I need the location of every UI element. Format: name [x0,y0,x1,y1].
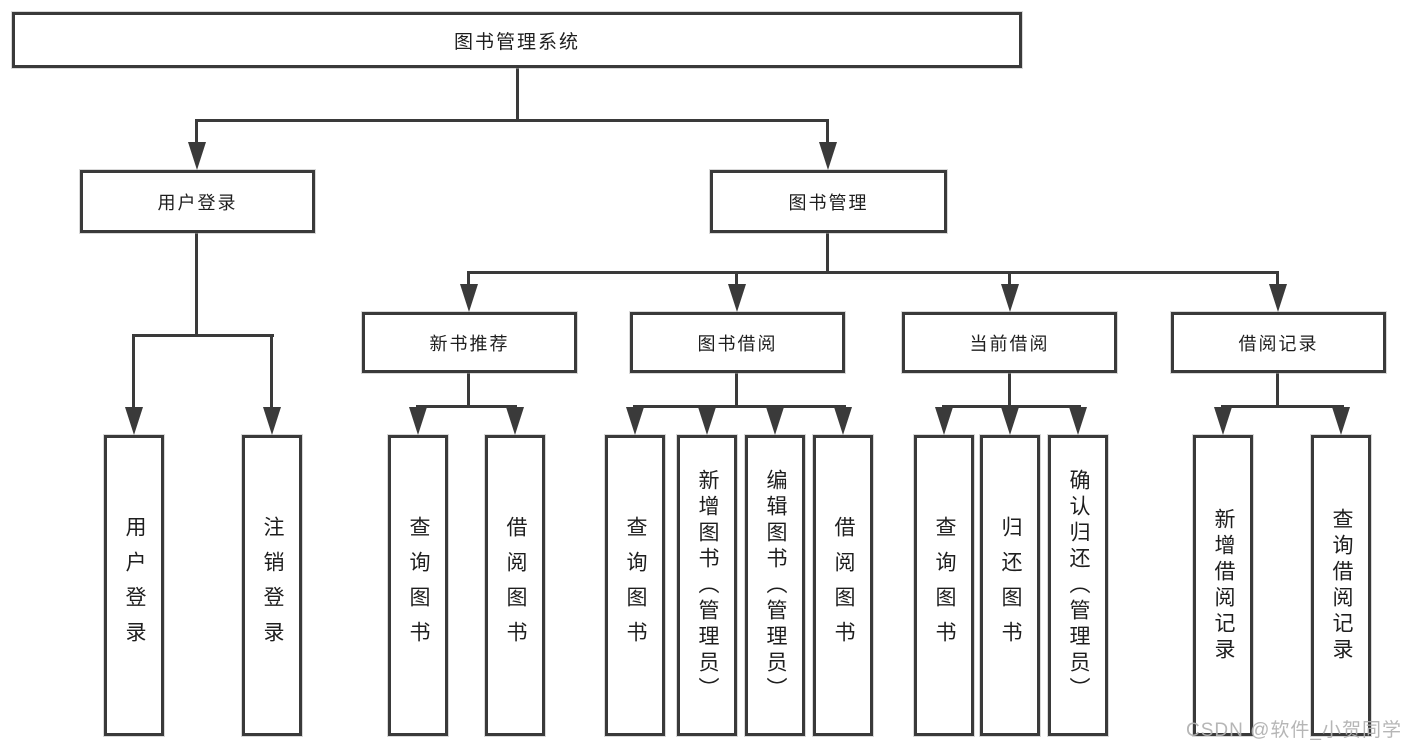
arrow-down-icon [1069,407,1087,435]
leaf-current-query-book-label: 查询图书 [933,515,956,656]
leaf-logout-label: 注销登录 [261,515,284,656]
leaf-add-book-admin-label: 新增图书（管理员） [696,468,719,703]
leaf-add-book-admin-box: 新增图书（管理员） [677,435,737,736]
connector-drop-borrow-records [1276,271,1279,287]
leaf-confirm-return-admin-box: 确认归还（管理员） [1048,435,1108,736]
connector-drop-book-borrow [735,271,738,287]
arrow-down-icon [460,284,478,312]
leaf-user-login-box: 用户登录 [104,435,164,736]
connector-level2-rail [195,119,829,122]
arrow-down-icon [728,284,746,312]
group-current-borrow-box: 当前借阅 [902,312,1117,373]
leaf-recommend-query-book-box: 查询图书 [388,435,448,736]
branch-book-mgmt-box: 图书管理 [710,170,947,233]
csdn-watermark: CSDN @软件_小贺同学 [1186,720,1402,741]
connector-new-book-stem [467,372,470,407]
arrow-down-icon [409,407,427,435]
leaf-user-login-label: 用户登录 [123,515,146,656]
leaf-query-borrow-record-box: 查询借阅记录 [1311,435,1371,736]
arrow-down-icon [1001,407,1019,435]
connector-drop-leaf-user-login [132,334,135,410]
connector-book-mgmt-stem [826,232,829,273]
group-borrow-records-label: 借阅记录 [1238,333,1319,354]
arrow-down-icon [263,407,281,435]
connector-book-borrow-rail [633,405,846,408]
connector-current-borrow-rail [942,405,1081,408]
leaf-borrow-query-book-box: 查询图书 [605,435,665,736]
arrow-down-icon [1332,407,1350,435]
leaf-return-book-label: 归还图书 [999,515,1022,656]
branch-user-login-box: 用户登录 [80,170,315,233]
group-new-book-recommend-label: 新书推荐 [429,333,510,354]
arrow-down-icon [626,407,644,435]
leaf-edit-book-admin-label: 编辑图书（管理员） [764,468,787,703]
arrow-down-icon [935,407,953,435]
connector-borrow-records-stem [1276,372,1279,407]
root-box-library-system: 图书管理系统 [12,12,1022,68]
branch-user-login-label: 用户登录 [157,192,238,213]
connector-drop-new-book [467,271,470,287]
leaf-borrow-query-book-label: 查询图书 [624,515,647,656]
connector-drop-book-mgmt [826,119,829,145]
group-borrow-records-box: 借阅记录 [1171,312,1386,373]
connector-current-borrow-stem [1008,372,1011,407]
group-book-borrow-label: 图书借阅 [697,333,778,354]
leaf-add-borrow-record-box: 新增借阅记录 [1193,435,1253,736]
connector-drop-user-login [195,119,198,145]
arrow-down-icon [125,407,143,435]
arrow-down-icon [1214,407,1232,435]
leaf-borrow-book-box: 借阅图书 [813,435,873,736]
arrow-down-icon [1269,284,1287,312]
leaf-return-book-box: 归还图书 [980,435,1040,736]
connector-user-login-stem [195,232,198,336]
arrow-down-icon [1001,284,1019,312]
group-current-borrow-label: 当前借阅 [969,333,1050,354]
leaf-add-borrow-record-label: 新增借阅记录 [1212,507,1235,664]
leaf-recommend-query-book-label: 查询图书 [407,515,430,656]
connector-drop-leaf-logout [270,334,273,410]
connector-user-login-rail [132,334,274,337]
connector-book-borrow-stem [735,372,738,407]
arrow-down-icon [698,407,716,435]
connector-level3-rail [467,271,1279,274]
connector-drop-current-borrow [1008,271,1011,287]
leaf-recommend-borrow-book-label: 借阅图书 [504,515,527,656]
root-label: 图书管理系统 [453,31,580,53]
leaf-logout-box: 注销登录 [242,435,302,736]
arrow-down-icon [834,407,852,435]
connector-borrow-records-rail [1221,405,1344,408]
connector-root-stem [516,67,519,121]
branch-book-mgmt-label: 图书管理 [788,192,869,213]
arrow-down-icon [506,407,524,435]
leaf-edit-book-admin-box: 编辑图书（管理员） [745,435,805,736]
leaf-confirm-return-admin-label: 确认归还（管理员） [1067,468,1090,703]
arrow-down-icon [819,142,837,170]
leaf-current-query-book-box: 查询图书 [914,435,974,736]
group-book-borrow-box: 图书借阅 [630,312,845,373]
arrow-down-icon [766,407,784,435]
leaf-borrow-book-label: 借阅图书 [832,515,855,656]
connector-new-book-rail [416,405,517,408]
group-new-book-recommend-box: 新书推荐 [362,312,577,373]
leaf-query-borrow-record-label: 查询借阅记录 [1330,507,1353,664]
arrow-down-icon [188,142,206,170]
leaf-recommend-borrow-book-box: 借阅图书 [485,435,545,736]
